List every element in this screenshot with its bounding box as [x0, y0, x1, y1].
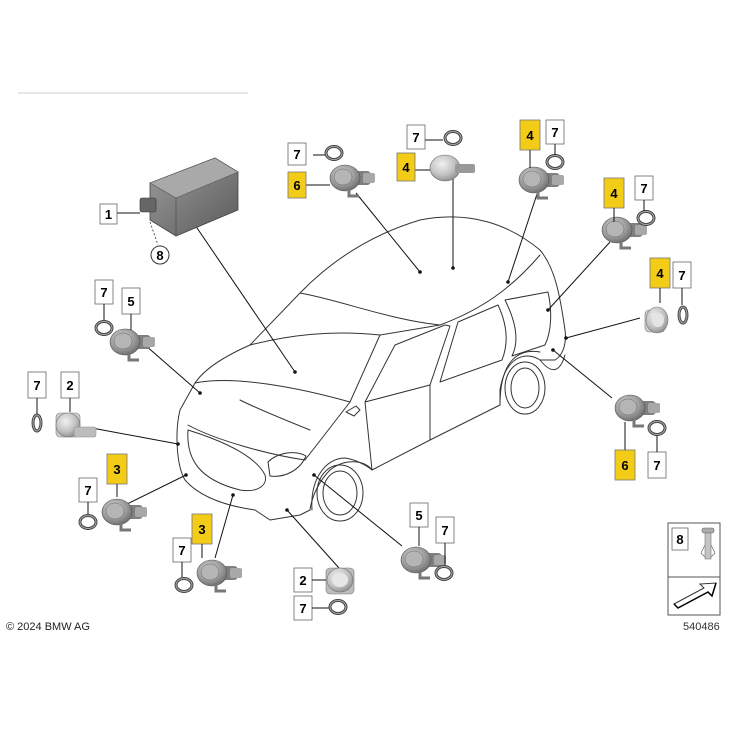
gasket-left-upper	[94, 320, 114, 336]
svg-text:7: 7	[33, 378, 40, 393]
sensor-bottom-left	[195, 558, 244, 593]
label-7-right-middle: 7	[672, 261, 692, 289]
svg-text:7: 7	[551, 125, 558, 140]
label-8-circle: 8	[150, 245, 170, 265]
gasket-bottom-left	[174, 577, 194, 593]
svg-text:7: 7	[640, 181, 647, 196]
sensor-left-middle	[55, 412, 97, 438]
svg-text:7: 7	[299, 601, 306, 616]
svg-text:3: 3	[198, 522, 205, 537]
svg-text:7: 7	[100, 285, 107, 300]
leader-lines	[91, 177, 641, 569]
label-7-left-lower: 7	[78, 477, 98, 503]
label-7-bottom-center: 7	[293, 595, 313, 621]
svg-text:7: 7	[412, 130, 419, 145]
gasket-left-lower	[78, 514, 98, 530]
label-7-top-right: 7	[545, 119, 565, 145]
svg-text:7: 7	[441, 523, 448, 538]
gasket-left-middle	[31, 413, 43, 433]
label-5-bottom-right: 5	[409, 502, 429, 528]
gasket-right-lower	[647, 420, 667, 436]
direction-arrow-icon	[673, 582, 717, 609]
sensor-right-middle	[644, 306, 669, 334]
svg-text:7: 7	[84, 483, 91, 498]
label-7-bottom-left: 7	[172, 537, 192, 563]
label-1: 1	[99, 203, 118, 225]
diagram-id: 540486	[683, 621, 720, 633]
svg-text:8: 8	[676, 532, 683, 547]
sensor-bottom-right	[399, 545, 448, 580]
svg-text:4: 4	[656, 266, 664, 281]
label-7-right-upper: 7	[634, 175, 654, 201]
gasket-top-center	[443, 130, 463, 146]
sensor-left-lower	[100, 497, 149, 532]
svg-text:6: 6	[293, 178, 300, 193]
gasket-top-right	[545, 154, 565, 170]
label-7-left-middle: 7	[27, 371, 47, 399]
gasket-bottom-center	[328, 599, 348, 615]
label-7-bottom-right: 7	[435, 516, 455, 544]
gasket-bottom-right	[434, 565, 454, 581]
label-2-bottom-center: 2	[293, 567, 313, 593]
sensor-left-upper	[108, 327, 157, 362]
svg-text:4: 4	[610, 186, 618, 201]
copyright-text: © 2024 BMW AG	[6, 621, 90, 633]
svg-text:3: 3	[113, 462, 120, 477]
label-7-left-upper: 7	[94, 279, 114, 305]
svg-text:7: 7	[293, 147, 300, 162]
label-6-top-left: 6	[287, 171, 307, 199]
label-3-bottom-left: 3	[191, 513, 213, 545]
label-5-left-upper: 5	[121, 287, 141, 315]
sensor-top-center	[429, 154, 475, 182]
label-4-top-center: 4	[396, 152, 416, 182]
ecu-module	[139, 157, 239, 237]
gasket-right-upper	[636, 210, 656, 226]
svg-text:7: 7	[178, 543, 185, 558]
svg-text:1: 1	[105, 207, 112, 222]
label-4-right-middle: 4	[649, 257, 671, 289]
svg-text:4: 4	[402, 160, 410, 175]
label-2-left-middle: 2	[60, 371, 80, 399]
gasket-top-left	[324, 145, 344, 161]
legend-panel: 8	[667, 522, 721, 616]
svg-text:4: 4	[526, 128, 534, 143]
svg-text:8: 8	[156, 248, 163, 263]
sensor-top-right	[517, 165, 566, 200]
label-7-right-lower: 7	[647, 451, 667, 479]
svg-text:6: 6	[621, 458, 628, 473]
sensor-top-left	[328, 163, 377, 198]
leader-points	[176, 266, 568, 512]
svg-text:7: 7	[653, 458, 660, 473]
svg-text:5: 5	[415, 508, 422, 523]
label-3-left-lower: 3	[106, 453, 128, 485]
sensor-bottom-center	[325, 567, 355, 595]
label-4-right-upper: 4	[603, 177, 625, 209]
gasket-right-middle	[677, 305, 689, 325]
label-6-right-lower: 6	[614, 449, 636, 481]
svg-text:7: 7	[678, 268, 685, 283]
svg-text:2: 2	[299, 573, 306, 588]
label-7-top-left: 7	[287, 142, 307, 166]
car-outline	[176, 216, 566, 522]
label-4-top-right: 4	[519, 119, 541, 151]
label-7-top-center: 7	[406, 124, 426, 150]
clip-icon	[700, 527, 716, 560]
svg-text:2: 2	[66, 378, 73, 393]
svg-text:5: 5	[127, 294, 134, 309]
